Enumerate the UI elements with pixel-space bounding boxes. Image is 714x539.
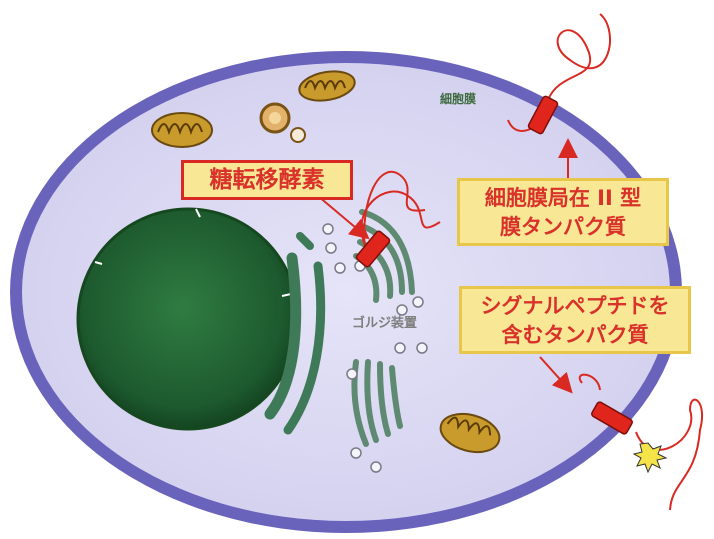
signal-peptide-protein [578, 373, 703, 511]
type-ii-membrane-protein-label: 細胞膜局在 II 型 膜タンパク質 [457, 178, 669, 246]
membrane-protein-helix-icon [355, 230, 391, 268]
lysosome-icon [259, 102, 306, 143]
starburst-icon [632, 442, 668, 474]
type-ii-label-line1: 細胞膜局在 II 型 [484, 186, 642, 210]
membrane-protein-helix-icon [527, 95, 559, 135]
type-ii-membrane-protein [507, 13, 611, 135]
glycosyltransferase-protein [355, 170, 441, 268]
membrane-protein-helix-icon [591, 401, 633, 435]
golgi-label: ゴルジ装置 [352, 316, 418, 331]
nuclear-pore [281, 293, 292, 297]
signal-label-line1: シグナルペプチドを [480, 294, 670, 318]
type-ii-label-line2: 膜タンパク質 [500, 215, 626, 239]
mitochondrion-icon [298, 70, 356, 102]
vesicles [322, 223, 428, 473]
nuclear-pore [195, 208, 201, 218]
nuclear-pore [94, 261, 103, 265]
signal-label-line2: 含むタンパク質 [501, 323, 649, 347]
mitochondrion-icon [151, 112, 213, 148]
arrow-icon [539, 356, 573, 394]
cell-membrane-label: 細胞膜 [440, 92, 477, 106]
nucleus [76, 207, 300, 431]
signal-peptide-protein-label: シグナルペプチドを 含むタンパク質 [459, 286, 691, 354]
glycosyltransferase-label: 糖転移酵素 [181, 160, 353, 200]
endoplasmic-reticulum [264, 232, 326, 435]
mitochondrion-icon [439, 412, 501, 454]
